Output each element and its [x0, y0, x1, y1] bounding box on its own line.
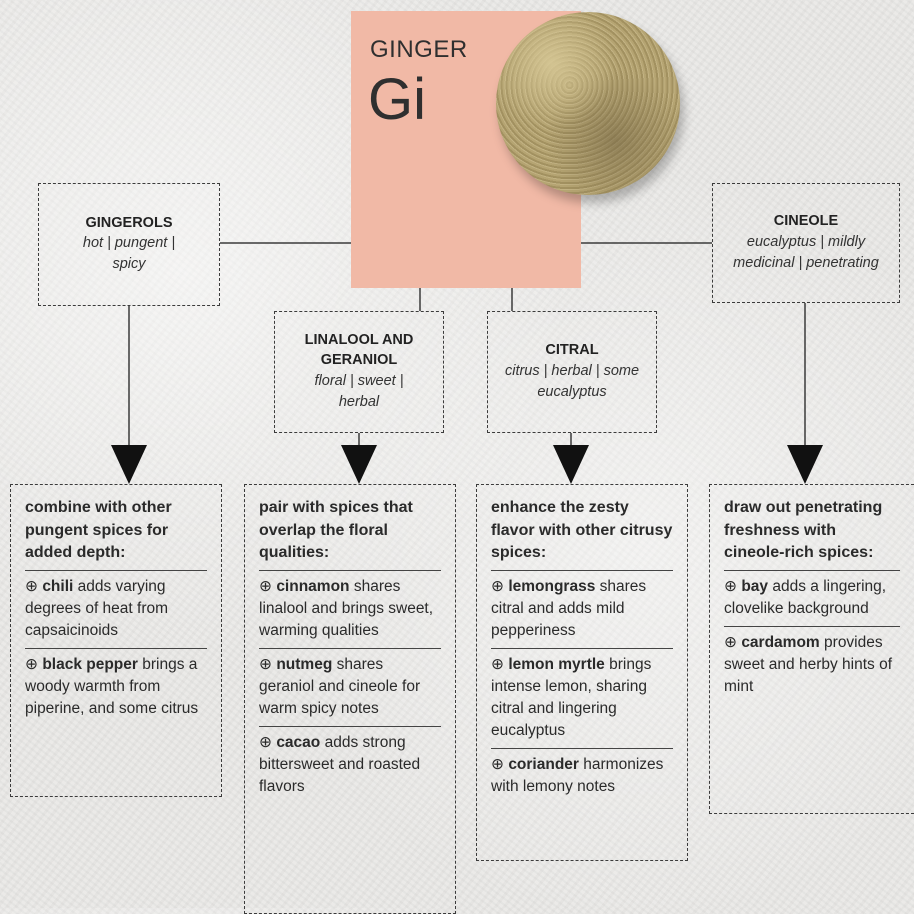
pairing-panel-citral: enhance the zesty flavor with other citr… — [476, 484, 688, 861]
plus-circle-icon: ⊕ — [259, 578, 272, 596]
compound-notes: floral | sweet | herbal — [314, 372, 404, 410]
pairing-description: adds varying degrees of heat from capsai… — [25, 578, 169, 640]
pairing-panel-linalool-geraniol: pair with spices that overlap the floral… — [244, 484, 456, 914]
pairing-description: shares geraniol and cineole for warm spi… — [259, 656, 421, 718]
compound-box-cineole: CINEOLE eucalyptus | mildly medicinal | … — [712, 183, 900, 303]
pairing-spice: black pepper — [42, 656, 138, 674]
pairing-description: adds a lingering, clovelike background — [724, 578, 887, 618]
pairing-description: shares citral and adds mild pepperiness — [491, 578, 647, 640]
compound-name: GINGEROLS — [85, 214, 173, 231]
plus-circle-icon: ⊕ — [724, 634, 737, 652]
pairing-item: ⊕ cardamom provides sweet and herby hint… — [724, 626, 900, 704]
pairing-item: ⊕ nutmeg shares geraniol and cineole for… — [259, 648, 441, 726]
compound-name: CITRAL — [545, 342, 599, 359]
compound-name: CINEOLE — [773, 213, 839, 230]
panel-heading: enhance the zesty flavor with other citr… — [491, 499, 673, 562]
pairing-item: ⊕ black pepper brings a woody warmth fro… — [25, 648, 207, 726]
pairing-spice: bay — [741, 578, 769, 596]
pairing-item: ⊕ lemongrass shares citral and adds mild… — [491, 570, 673, 648]
pairing-item: ⊕ bay adds a lingering, clovelike backgr… — [724, 570, 900, 626]
pairing-description: provides sweet and herby hints of mint — [724, 634, 893, 696]
arrow-down-icon — [787, 445, 823, 484]
plus-circle-icon: ⊕ — [491, 656, 504, 674]
pairing-description: brings a woody warmth from piperine, and… — [25, 656, 199, 718]
pairing-item: ⊕ lemon myrtle brings intense lemon, sha… — [491, 648, 673, 748]
pairing-item: ⊕ cinnamon shares linalool and brings sw… — [259, 570, 441, 648]
pairing-description: adds strong bittersweet and roasted flav… — [259, 734, 421, 796]
pairing-spice: chili — [42, 578, 74, 596]
compound-box-gingerols: GINGEROLS hot | pungent | spicy — [38, 183, 220, 306]
pairing-item: ⊕ cacao adds strong bittersweet and roas… — [259, 726, 441, 804]
plus-circle-icon: ⊕ — [259, 734, 272, 752]
panel-heading: draw out penetrating freshness with cine… — [724, 499, 883, 562]
pairing-item: ⊕ coriander harmonizes with lemony notes — [491, 748, 673, 804]
compound-name: LINALOOL AND GERANIOL — [304, 332, 414, 368]
compound-box-linalool-geraniol: LINALOOL AND GERANIOL floral | sweet | h… — [274, 311, 444, 433]
pairing-spice: lemon myrtle — [508, 656, 605, 674]
pairing-spice: cacao — [276, 734, 321, 752]
pairing-spice: coriander — [508, 756, 579, 774]
plus-circle-icon: ⊕ — [491, 578, 504, 596]
plus-circle-icon: ⊕ — [259, 656, 272, 674]
plus-circle-icon: ⊕ — [25, 578, 38, 596]
pairing-spice: lemongrass — [508, 578, 596, 596]
compound-notes: citrus | herbal | some eucalyptus — [504, 362, 640, 400]
spice-symbol: Gi — [368, 67, 426, 132]
compound-box-citral: CITRAL citrus | herbal | some eucalyptus — [487, 311, 657, 433]
pairing-spice: cardamom — [741, 634, 820, 652]
pairing-description: shares linalool and brings sweet, warmin… — [259, 578, 434, 640]
arrow-down-icon — [111, 445, 147, 484]
plus-circle-icon: ⊕ — [724, 578, 737, 596]
arrow-down-icon — [553, 445, 589, 484]
plus-circle-icon: ⊕ — [491, 756, 504, 774]
pairing-panel-gingerols: combine with other pungent spices for ad… — [10, 484, 222, 797]
pairing-spice: cinnamon — [276, 578, 350, 596]
spice-name: GINGER — [370, 36, 468, 63]
arrow-down-icon — [341, 445, 377, 484]
panel-heading: pair with spices that overlap the floral… — [259, 499, 413, 562]
pairing-panel-cineole: draw out penetrating freshness with cine… — [709, 484, 914, 814]
pairing-description: harmonizes with lemony notes — [491, 756, 664, 796]
pairing-spice: nutmeg — [276, 656, 333, 674]
panel-heading: combine with other pungent spices for ad… — [25, 499, 172, 562]
compound-notes: hot | pungent | spicy — [82, 235, 176, 273]
plus-circle-icon: ⊕ — [25, 656, 38, 674]
pairing-item: ⊕ chili adds varying degrees of heat fro… — [25, 570, 207, 648]
compound-notes: eucalyptus | mildly medicinal | penetrat… — [733, 233, 879, 271]
pairing-description: brings intense lemon, sharing citral and… — [491, 656, 652, 740]
ginger-powder-image — [496, 12, 680, 195]
